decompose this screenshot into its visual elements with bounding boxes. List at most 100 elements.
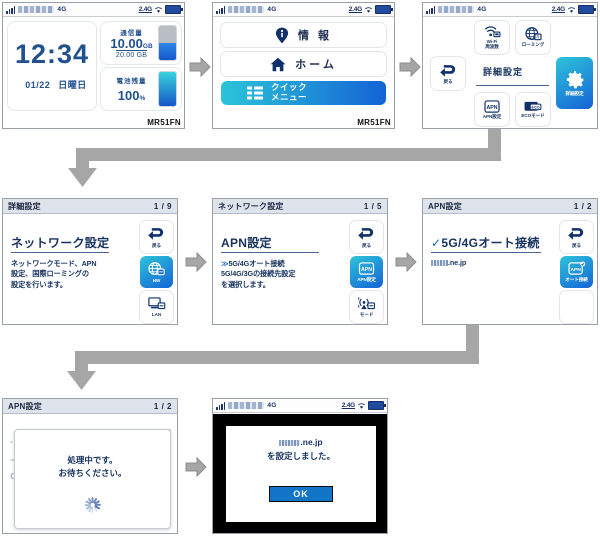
page-title: ネットワーク設定: [11, 236, 110, 250]
model-label: MR51FN: [147, 118, 181, 127]
page-header-title: 詳細設定: [8, 201, 41, 211]
signal-bars-icon: [216, 401, 226, 410]
processing-modal: 処理中です。お待ちください。: [14, 429, 171, 529]
panel-quick-menu-screen: 4G 2.4G 情 報 ホーム: [212, 2, 395, 129]
wifi-icon: [154, 6, 163, 13]
apn-profile-name: 5G/4Gオート接続: [441, 236, 540, 250]
svg-text:APN: APN: [361, 266, 372, 272]
page-title-underline: [221, 252, 319, 253]
tile-detail-settings[interactable]: 詳細設定: [556, 57, 593, 109]
tile-roaming[interactable]: R ローミング: [516, 21, 550, 54]
data-usage-tile[interactable]: 通信量 10.00GB 20.00 GB: [101, 22, 181, 64]
panel-detail-settings-page: 詳細設定 1 / 9 ネットワーク設定 ネットワークモード、APN 設定、国際ロ…: [2, 198, 178, 325]
carrier-name-masked: [438, 6, 475, 13]
gear-icon: [566, 70, 583, 89]
side-button-apn[interactable]: APN APN設定: [350, 256, 383, 288]
mode-antenna-icon: [357, 296, 375, 309]
battery-gauge: [158, 71, 177, 107]
tile-detail-settings-label: 詳細設定: [565, 91, 584, 97]
data-usage-caption: 通信量: [120, 29, 143, 37]
battery-unit: %: [139, 95, 146, 103]
menu-item-info[interactable]: 情 報: [221, 23, 386, 47]
apn-icon: APN: [358, 261, 375, 275]
page-title-underline: [11, 252, 109, 253]
date-value: 01/22: [25, 80, 51, 90]
tile-apn-settings[interactable]: APN APN設定: [475, 93, 509, 126]
page-title: APN設定: [221, 236, 272, 250]
side-button-network[interactable]: NW: [140, 256, 173, 288]
right-arrow-icon: [399, 56, 421, 78]
connector-2-arrowhead: [67, 371, 96, 390]
side-button-auto-connect[interactable]: APN オート接続: [560, 256, 593, 288]
panel-processing-dialog-page: APN設定 1 / 2 ·–ᴄ 処理中です。お待ちください。: [2, 398, 178, 534]
status-bar: 4G 2.4G: [3, 3, 184, 17]
model-label: MR51FN: [357, 118, 391, 127]
right-arrow-icon: [189, 56, 211, 78]
info-pin-icon: [275, 27, 289, 43]
page-indicator: 1 / 5: [363, 201, 382, 211]
apn-address: .ne.jp: [431, 258, 466, 268]
data-usage-gauge: [158, 25, 177, 61]
menu-item-quick-menu[interactable]: クイックメニュー: [221, 81, 386, 105]
page-header-title: APN設定: [8, 401, 42, 411]
eco-icon: ECO: [524, 101, 542, 111]
connector-2-vertical-right: [466, 325, 479, 356]
data-usage-value: 10.00GB: [110, 35, 153, 51]
status-bar: 4G 2.4G: [213, 3, 394, 17]
side-button-back[interactable]: 戻る: [140, 221, 173, 253]
back-arrow-icon: [568, 227, 584, 240]
panel-apn-settings-page: APN設定 1 / 2 ✓5G/4Gオート接続 .ne.jp 戻る APN オー…: [422, 198, 598, 325]
tile-eco-mode-label: ECOモード: [521, 113, 545, 119]
tile-eco-mode[interactable]: ECO ECOモード: [516, 93, 550, 126]
wifi-band-label: 2.4G: [341, 402, 356, 409]
battery-tile[interactable]: 電池残量 100%: [101, 68, 181, 110]
back-arrow-icon: [358, 227, 374, 240]
signal-bars-icon: [426, 5, 436, 14]
page-header: 詳細設定 1 / 9: [3, 199, 177, 214]
page-indicator: 1 / 9: [153, 201, 172, 211]
network-type-label: 4G: [477, 6, 487, 13]
wifi-band-icon: [484, 26, 500, 37]
side-button-back[interactable]: 戻る: [350, 221, 383, 253]
wifi-icon: [364, 6, 373, 13]
page-header-title: ネットワーク設定: [218, 201, 284, 211]
processing-message: 処理中です。お待ちください。: [58, 455, 127, 479]
apn-auto-icon: APN: [567, 261, 585, 275]
panel-network-settings-page: ネットワーク設定 1 / 5 APN設定 ≫5G/4Gオート接続 5G/4G/3…: [212, 198, 388, 325]
underlying-page-content: ·–ᴄ: [10, 437, 16, 482]
menu-item-home[interactable]: ホーム: [221, 52, 386, 76]
side-button-lan[interactable]: LAN: [140, 291, 173, 323]
side-button-network-label: NW: [152, 277, 161, 283]
carrier-name-masked: [18, 6, 55, 13]
tile-back[interactable]: 戻る: [431, 57, 465, 90]
signal-bars-icon: [6, 5, 16, 14]
side-button-blank[interactable]: [560, 291, 593, 323]
connector-1-vertical-right: [488, 129, 501, 153]
side-button-mode[interactable]: モード: [350, 291, 383, 323]
battery-icon: [165, 5, 183, 14]
result-message: .ne.jp を設定しました。: [266, 437, 335, 461]
title-underline: [476, 85, 549, 86]
apn-icon: APN: [484, 99, 500, 113]
clock-time: 12:34: [14, 39, 90, 69]
page-title-underline: [431, 252, 541, 253]
page-description: ≫5G/4Gオート接続 5G/4G/3Gの接続先設定 を選択します。: [221, 259, 296, 289]
page-header: ネットワーク設定 1 / 5: [213, 199, 387, 214]
side-button-back-label: 戻る: [152, 242, 161, 248]
grid-icon: [247, 86, 263, 100]
right-arrow-icon: [185, 251, 207, 273]
ok-button[interactable]: OK: [269, 485, 333, 502]
side-button-back-label: 戻る: [572, 242, 581, 248]
connector-2-horizontal: [75, 351, 479, 364]
status-bar: 4G 2.4G: [423, 3, 597, 17]
side-button-auto-connect-label: オート接続: [565, 277, 588, 282]
svg-text:R: R: [536, 34, 539, 39]
panel-result-dialog-screen: 4G 2.4G .ne.jp を設定しました。 OK: [212, 398, 388, 534]
signal-bars-icon: [216, 5, 226, 14]
side-button-back[interactable]: 戻る: [560, 221, 593, 253]
globe-network-icon: [148, 261, 165, 275]
side-button-mode-label: モード: [359, 311, 374, 317]
battery-icon: [368, 401, 386, 410]
